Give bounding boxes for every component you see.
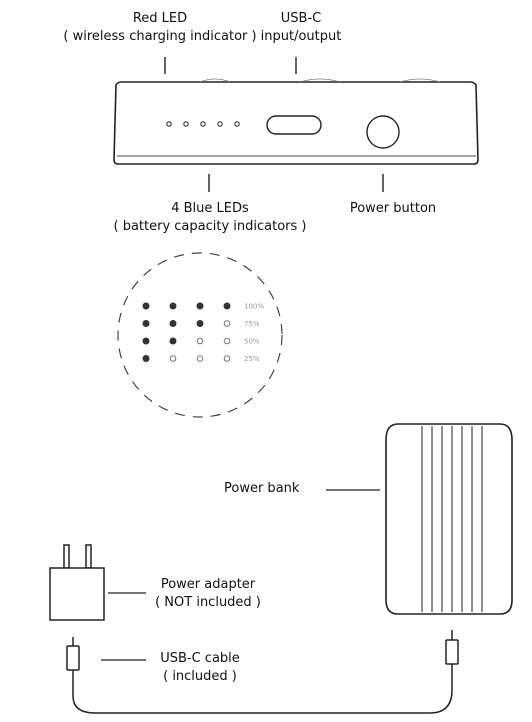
led-on-dot xyxy=(142,355,150,362)
led-on-dot xyxy=(142,320,150,327)
red-led-label: Red LED ( wireless charging indicator ) xyxy=(40,10,280,46)
usb-c-port-title: USB-C xyxy=(280,11,322,26)
blue-leds-label: 4 Blue LEDs ( battery capacity indicator… xyxy=(90,200,330,236)
led-dot xyxy=(200,121,206,127)
capacity-level-label: 75% xyxy=(244,320,260,328)
usb-c-cable-subtitle: ( included ) xyxy=(163,669,237,684)
capacity-level-label: 50% xyxy=(244,338,260,346)
red-led-title: Red LED xyxy=(132,11,188,26)
indicator-dots-row xyxy=(166,121,240,127)
led-on-dot xyxy=(169,337,177,345)
power-button-title: Power button xyxy=(349,201,437,216)
led-on-dot xyxy=(169,302,177,310)
red-led-subtitle: ( wireless charging indicator ) xyxy=(63,29,257,44)
usb-c-port-label: USB-C input/output xyxy=(246,10,356,46)
led-on-dot xyxy=(169,320,177,327)
led-off-dot xyxy=(196,337,204,345)
capacity-level-label: 25% xyxy=(244,355,260,363)
power-adapter-label: Power adapter ( NOT included ) xyxy=(138,576,278,612)
power-adapter-icon xyxy=(49,544,105,621)
led-off-dot xyxy=(223,320,231,327)
led-off-dot xyxy=(169,355,177,362)
power-bank-top-view xyxy=(385,423,513,615)
power-button-label: Power button xyxy=(338,200,448,218)
power-button xyxy=(366,115,400,149)
led-off-dot xyxy=(196,355,204,362)
led-on-dot xyxy=(142,337,150,345)
blue-leds-subtitle: ( battery capacity indicators ) xyxy=(113,219,307,234)
capacity-indicator-grid: 100% 75% 50% 25% xyxy=(142,302,264,363)
power-bank-label: Power bank xyxy=(224,480,324,498)
led-on-dot xyxy=(142,302,150,310)
usb-c-cable-title: USB-C cable xyxy=(160,651,240,666)
led-on-dot xyxy=(196,320,204,327)
power-bank-title: Power bank xyxy=(224,481,300,496)
usb-c-port xyxy=(266,115,322,135)
usb-c-cable-label: USB-C cable ( included ) xyxy=(140,650,260,686)
led-dot xyxy=(217,121,223,127)
power-adapter-subtitle: ( NOT included ) xyxy=(155,595,261,610)
led-dot xyxy=(183,121,189,127)
usb-c-port-subtitle: input/output xyxy=(260,29,342,44)
led-on-dot xyxy=(196,302,204,310)
usb-c-cable-icon xyxy=(66,630,459,714)
led-off-dot xyxy=(223,355,231,362)
led-off-dot xyxy=(223,337,231,345)
led-dot xyxy=(234,121,240,127)
led-dot xyxy=(166,121,172,127)
blue-leds-title: 4 Blue LEDs xyxy=(171,201,249,216)
capacity-detail-circle xyxy=(117,252,283,418)
led-on-dot xyxy=(223,302,231,310)
power-adapter-title: Power adapter xyxy=(160,577,256,592)
capacity-level-label: 100% xyxy=(244,303,264,311)
